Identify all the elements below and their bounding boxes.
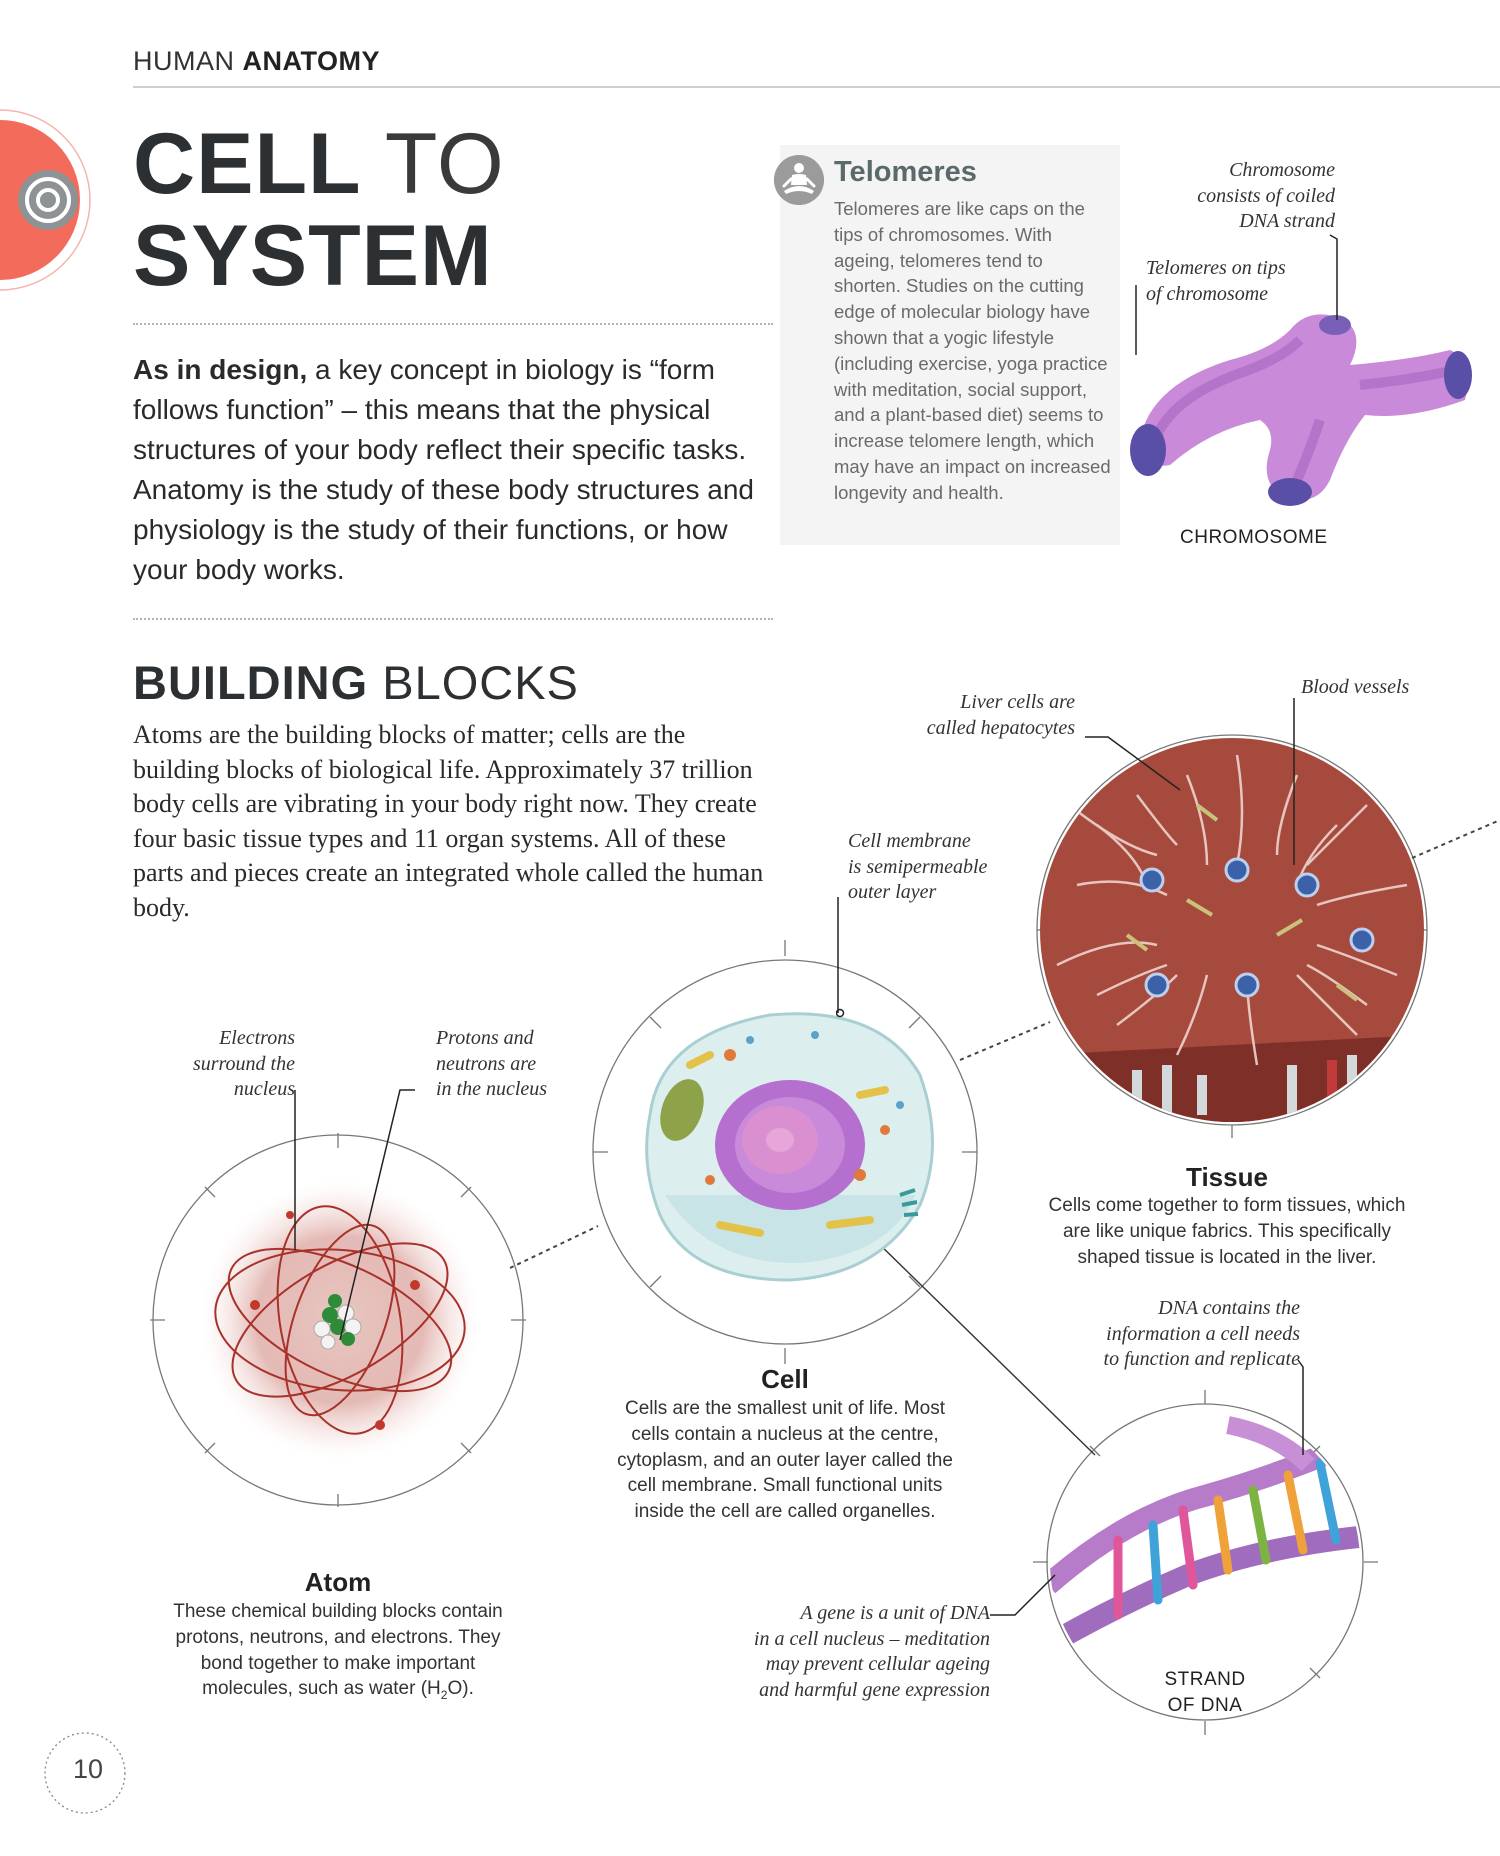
intro-paragraph: As in design, a key concept in biology i… bbox=[133, 350, 773, 590]
dna-note-info: DNA contains the information a cell need… bbox=[1103, 1297, 1300, 1370]
building-blocks-title: BUILDING BLOCKS bbox=[133, 656, 579, 709]
cell-title: Cell bbox=[761, 1364, 809, 1394]
atom-title: Atom bbox=[304, 1567, 372, 1597]
telomeres-body: Telomeres are like caps on the tips of c… bbox=[834, 198, 1111, 503]
section-light: HUMAN bbox=[133, 46, 235, 76]
telomeres-title: Telomeres bbox=[834, 156, 977, 188]
title-system: SYSTEM bbox=[133, 208, 493, 304]
cell-leader-line bbox=[836, 897, 845, 1018]
tissue-leader-lines bbox=[1085, 698, 1295, 865]
atom-body: These chemical building blocks contain p… bbox=[173, 1601, 503, 1703]
title-to: TO bbox=[384, 116, 505, 212]
tissue-body: Cells come together to form tissues, whi… bbox=[1048, 1195, 1406, 1268]
meditation-icon bbox=[774, 155, 824, 205]
dna-illustration bbox=[1050, 1416, 1360, 1655]
cell-illustration bbox=[645, 1012, 934, 1282]
title-rule bbox=[133, 323, 773, 325]
dna-note-gene: A gene is a unit of DNA in a cell nucleu… bbox=[753, 1602, 990, 1701]
atom-note-protons: Protons and neutrons are in the nucleus bbox=[436, 1027, 548, 1100]
dna-leader-lines bbox=[990, 1359, 1304, 1616]
tissue-illustration bbox=[1040, 738, 1424, 1122]
telomeres-panel bbox=[780, 145, 1120, 545]
chromosome-note-tips: Telomeres on tips of chromosome bbox=[1146, 257, 1286, 305]
atom-leader-lines bbox=[294, 1089, 415, 1341]
intro-rule bbox=[133, 618, 773, 620]
atom-note-electrons: Electrons surround the nucleus bbox=[192, 1027, 295, 1100]
page-title: CELL TO SYSTEM bbox=[133, 118, 505, 302]
atom-illustration bbox=[200, 1180, 480, 1460]
chromosome-leader-lines bbox=[1135, 234, 1338, 355]
header-rule bbox=[133, 86, 1500, 88]
intro-lead: As in design, bbox=[133, 354, 308, 385]
page-number: 10 bbox=[73, 1754, 104, 1784]
intro-text: a key concept in biology is “form follow… bbox=[133, 354, 755, 585]
title-cell: CELL bbox=[133, 116, 362, 212]
cell-body: Cells are the smallest unit of life. Mos… bbox=[617, 1398, 953, 1523]
tissue-note-liver: Liver cells are called hepatocytes bbox=[926, 691, 1075, 739]
page-number-circle bbox=[44, 1732, 126, 1814]
section-tab-target-icon bbox=[0, 109, 91, 291]
tissue-note-blood: Blood vessels bbox=[1301, 676, 1410, 698]
chromosome-label: CHROMOSOME bbox=[1180, 527, 1328, 548]
cell-note-membrane: Cell membrane is semipermeable outer lay… bbox=[848, 830, 988, 903]
chromosome-note-coiled: Chromosome consists of coiled DNA strand bbox=[1197, 159, 1335, 232]
running-head: HUMAN ANATOMY bbox=[133, 46, 380, 77]
chromosome-illustration bbox=[1130, 314, 1472, 506]
building-blocks-body: Atoms are the building blocks of matter;… bbox=[133, 720, 764, 922]
tissue-title: Tissue bbox=[1186, 1162, 1268, 1192]
dna-label: STRAND OF DNA bbox=[1164, 1669, 1246, 1716]
section-bold: ANATOMY bbox=[242, 46, 381, 76]
